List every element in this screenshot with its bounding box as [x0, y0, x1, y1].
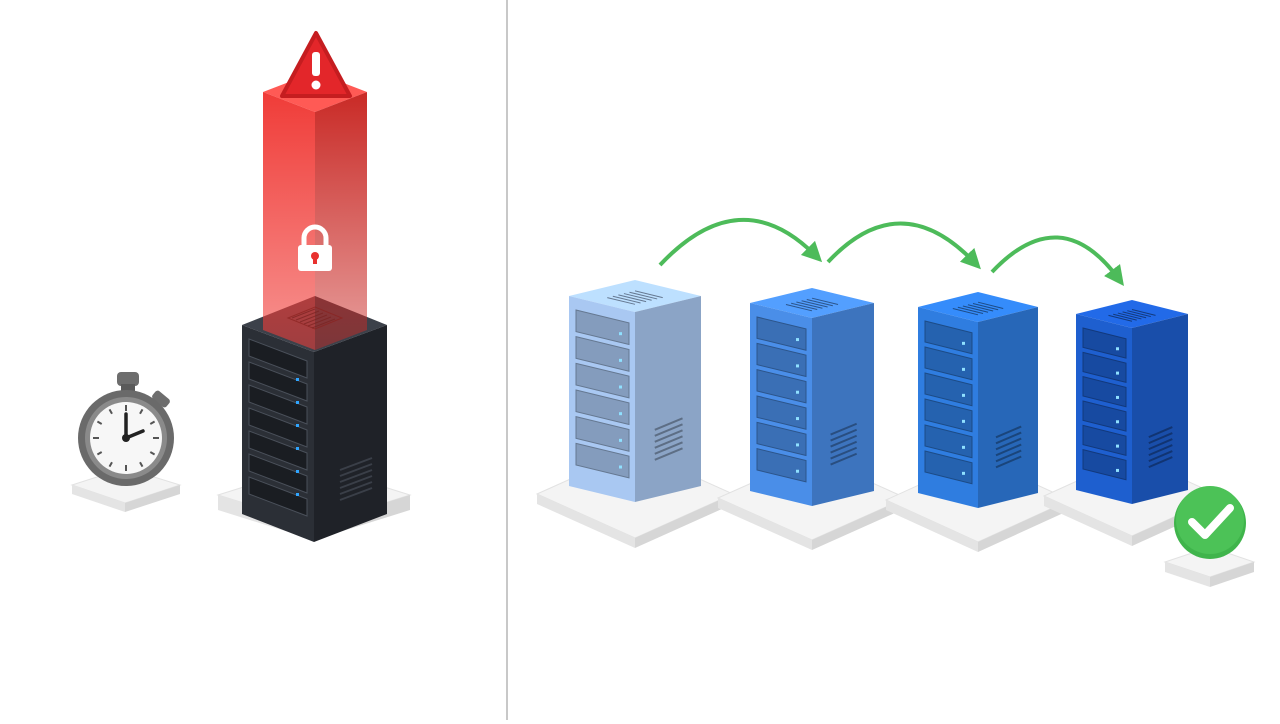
server-chain: [535, 280, 1222, 552]
check-circle-icon: [1174, 486, 1246, 559]
left-panel: [70, 31, 412, 542]
curved-arrow-icon: [826, 221, 981, 270]
stopwatch-icon: [78, 372, 174, 486]
right-panel: [535, 217, 1256, 587]
curved-arrow-icon: [658, 217, 823, 267]
server-rack-icon: [884, 292, 1072, 552]
lock-column: [263, 72, 367, 350]
curved-arrow-icon: [990, 235, 1124, 287]
server-rack-icon: [716, 288, 908, 550]
server-rack-icon: [535, 280, 735, 548]
warning-triangle-icon: [280, 31, 352, 98]
lock-icon: [298, 224, 332, 271]
